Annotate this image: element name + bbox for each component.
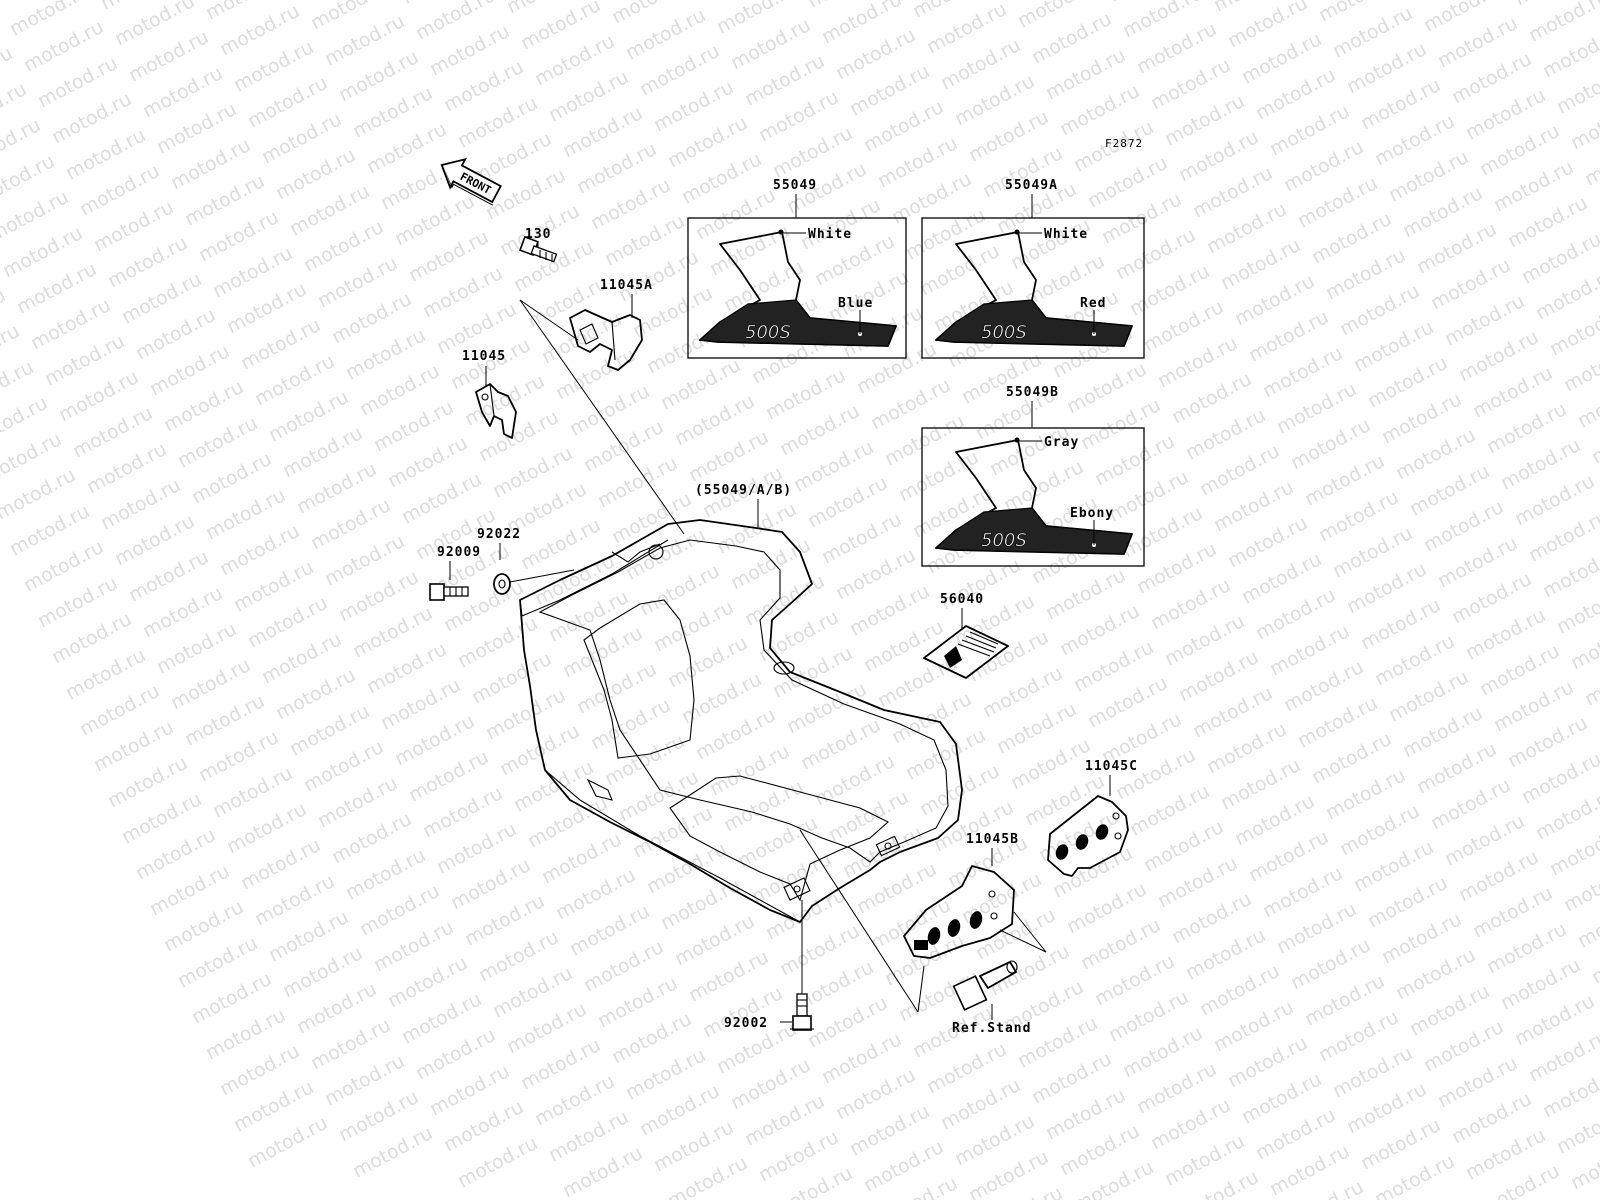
callout-92022: 92022 <box>477 527 521 542</box>
decal-55049-upper-color: White <box>808 227 852 242</box>
washer-92022-icon <box>493 573 511 595</box>
decal-55049-lower-color: Blue <box>838 296 873 311</box>
front-arrow-icon: FRONT <box>440 157 502 206</box>
callout-130: 130 <box>525 227 551 242</box>
bracket-11045C-icon <box>1047 795 1129 877</box>
bolt-92002-icon <box>790 993 814 1031</box>
callout-ref-stand: Ref.Stand <box>952 1021 1031 1036</box>
decal-box-55049A <box>921 217 1145 359</box>
callout-92002: 92002 <box>724 1016 768 1031</box>
decal-55049-icon: 500S <box>698 229 897 347</box>
callout-56040: 56040 <box>940 592 984 607</box>
bolt-130-icon <box>519 236 558 263</box>
decal-55049B-model: 500S <box>981 530 1027 551</box>
decal-55049B-lower-color: Ebony <box>1070 506 1114 521</box>
lower-fairing-cover <box>519 519 963 923</box>
bracket-11045B-icon <box>903 865 1015 959</box>
decal-55049-model: 500S <box>745 322 791 343</box>
callout-55049A: 55049A <box>1005 178 1058 193</box>
clip-11045-icon <box>475 383 517 439</box>
decal-box-55049 <box>687 217 907 359</box>
decal-55049B-icon: 500S <box>934 437 1133 555</box>
callout-11045C: 11045C <box>1085 759 1138 774</box>
decal-55049A-icon: 500S <box>934 229 1133 347</box>
decal-55049A-upper-color: White <box>1044 227 1088 242</box>
callout-cover: (55049/A/B) <box>695 483 792 498</box>
callout-11045A: 11045A <box>600 278 653 293</box>
callout-11045B: 11045B <box>966 832 1019 847</box>
decal-55049B-upper-color: Gray <box>1044 435 1079 450</box>
figure-id: F2872 <box>1105 137 1143 150</box>
bracket-11045A-icon <box>569 309 643 371</box>
callout-55049: 55049 <box>773 178 817 193</box>
callout-11045: 11045 <box>462 349 506 364</box>
decal-55049A-model: 500S <box>981 322 1027 343</box>
bolt-92009-icon <box>429 583 469 601</box>
stand-bolt-icon <box>952 960 1018 1011</box>
warning-label-56040-icon <box>923 625 1009 679</box>
callout-55049B: 55049B <box>1006 385 1059 400</box>
callout-92009: 92009 <box>437 545 481 560</box>
decal-55049A-lower-color: Red <box>1080 296 1106 311</box>
decal-box-55049B <box>921 427 1145 567</box>
